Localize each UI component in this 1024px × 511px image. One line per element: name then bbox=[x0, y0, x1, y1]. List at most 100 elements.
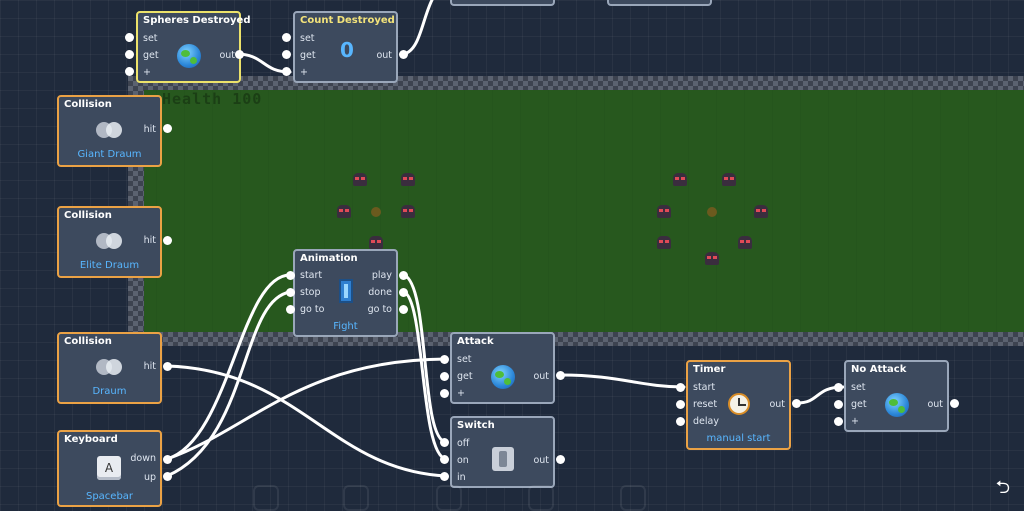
node-title: Spheres Destroyed bbox=[143, 15, 251, 26]
sphere-target bbox=[371, 207, 381, 217]
port-set-dot[interactable] bbox=[440, 355, 449, 364]
window-icon[interactable] bbox=[528, 485, 554, 511]
node-animation[interactable]: Animation start stop go to play done go … bbox=[293, 249, 398, 337]
node-switch[interactable]: Switch off on in out bbox=[450, 416, 555, 488]
port-label: hit bbox=[143, 361, 156, 372]
port-on-dot[interactable] bbox=[440, 455, 449, 464]
sliders-icon[interactable] bbox=[620, 485, 646, 511]
port-stop-dot[interactable] bbox=[286, 288, 295, 297]
port-done-dot[interactable] bbox=[399, 288, 408, 297]
node-attack[interactable]: Attack set get + out bbox=[450, 332, 555, 404]
node-no-attack[interactable]: No Attack set get + out bbox=[844, 360, 949, 432]
node-count-destroyed[interactable]: Count Destroyed set get + out 0 bbox=[293, 11, 398, 83]
port-label: set bbox=[851, 382, 866, 393]
port-off-dot[interactable] bbox=[440, 438, 449, 447]
node-collision-giant-draum[interactable]: Collision hit Giant Draum bbox=[57, 95, 162, 167]
port-label: + bbox=[300, 67, 308, 78]
node-spheres-destroyed[interactable]: Spheres Destroyed set get + out bbox=[136, 11, 251, 83]
port-out-dot[interactable] bbox=[556, 371, 565, 380]
return-arrow-icon[interactable]: ⮌ bbox=[995, 477, 1010, 498]
port-add-dot[interactable] bbox=[440, 389, 449, 398]
switch-icon bbox=[490, 446, 516, 472]
film-icon bbox=[333, 278, 359, 304]
port-hit-dot[interactable] bbox=[163, 236, 172, 245]
enemy-sprite bbox=[401, 173, 415, 186]
collision-target: Draum bbox=[92, 386, 127, 397]
play-icon[interactable] bbox=[253, 485, 279, 511]
port-label: in bbox=[457, 472, 466, 483]
port-set-dot[interactable] bbox=[282, 33, 291, 42]
port-label: start bbox=[300, 270, 323, 281]
node-title: Collision bbox=[64, 210, 112, 221]
port-up-dot[interactable] bbox=[163, 472, 172, 481]
port-play-dot[interactable] bbox=[399, 271, 408, 280]
sphere-target bbox=[707, 207, 717, 217]
port-out-dot[interactable] bbox=[399, 50, 408, 59]
wire-keyboard-to-attack-set bbox=[165, 357, 448, 461]
port-down-dot[interactable] bbox=[163, 455, 172, 464]
node-keyboard[interactable]: Keyboard down up A Spacebar bbox=[57, 430, 162, 507]
port-in-dot[interactable] bbox=[440, 472, 449, 481]
enemy-sprite bbox=[337, 205, 351, 218]
node-title: Animation bbox=[300, 253, 358, 264]
animation-clip: Fight bbox=[333, 321, 358, 332]
offscreen-node[interactable] bbox=[450, 0, 555, 6]
port-reset-dot[interactable] bbox=[676, 400, 685, 409]
port-out-dot[interactable] bbox=[950, 399, 959, 408]
port-start-dot[interactable] bbox=[286, 271, 295, 280]
port-label: hit bbox=[143, 124, 156, 135]
enemy-sprite bbox=[673, 173, 687, 186]
collision-icon bbox=[96, 228, 122, 254]
port-set-dot[interactable] bbox=[125, 33, 134, 42]
cube-icon[interactable] bbox=[343, 485, 369, 511]
port-hit-dot[interactable] bbox=[163, 362, 172, 371]
node-timer[interactable]: Timer start reset delay out manual start bbox=[686, 360, 791, 450]
port-label: reset bbox=[693, 399, 718, 410]
port-delay-dot[interactable] bbox=[676, 417, 685, 426]
node-title: No Attack bbox=[851, 364, 907, 375]
port-set-dot[interactable] bbox=[834, 383, 843, 392]
port-add-dot[interactable] bbox=[834, 417, 843, 426]
port-label: delay bbox=[693, 416, 719, 427]
port-add-dot[interactable] bbox=[282, 67, 291, 76]
port-label: down bbox=[130, 453, 156, 464]
port-label: out bbox=[533, 371, 549, 382]
port-label: out bbox=[533, 455, 549, 466]
port-add-dot[interactable] bbox=[125, 67, 134, 76]
port-label: get bbox=[143, 50, 159, 61]
offscreen-node[interactable] bbox=[607, 0, 712, 6]
port-label: out bbox=[376, 50, 392, 61]
enemy-sprite bbox=[657, 205, 671, 218]
port-label: get bbox=[851, 399, 867, 410]
port-out-dot[interactable] bbox=[235, 50, 244, 59]
enemy-sprite bbox=[401, 205, 415, 218]
node-collision-draum[interactable]: Collision hit Draum bbox=[57, 332, 162, 404]
node-title: Attack bbox=[457, 336, 494, 347]
port-goto-dot[interactable] bbox=[286, 305, 295, 314]
collision-icon bbox=[96, 354, 122, 380]
port-get-dot[interactable] bbox=[834, 400, 843, 409]
game-playfield: Health 100 bbox=[128, 76, 1024, 346]
node-collision-elite-draum[interactable]: Collision hit Elite Draum bbox=[57, 206, 162, 278]
wire-attack-out-to-timer-start bbox=[559, 373, 686, 389]
port-label: get bbox=[457, 371, 473, 382]
port-out-dot[interactable] bbox=[556, 455, 565, 464]
node-title: Collision bbox=[64, 99, 112, 110]
port-out-dot[interactable] bbox=[792, 399, 801, 408]
collision-target: Giant Draum bbox=[77, 149, 142, 160]
node-title: Switch bbox=[457, 420, 495, 431]
port-hit-dot[interactable] bbox=[163, 124, 172, 133]
enemy-sprite bbox=[657, 236, 671, 249]
paint-icon[interactable] bbox=[436, 485, 462, 511]
port-label: set bbox=[457, 354, 472, 365]
port-get-dot[interactable] bbox=[125, 50, 134, 59]
counter-value: 0 bbox=[340, 38, 354, 62]
port-get-dot[interactable] bbox=[440, 372, 449, 381]
port-goto-out-dot[interactable] bbox=[399, 305, 408, 314]
collision-icon bbox=[96, 117, 122, 143]
globe-icon bbox=[490, 364, 516, 390]
wire-count-out bbox=[402, 0, 434, 56]
port-start-dot[interactable] bbox=[676, 383, 685, 392]
port-get-dot[interactable] bbox=[282, 50, 291, 59]
port-label: out bbox=[927, 399, 943, 410]
